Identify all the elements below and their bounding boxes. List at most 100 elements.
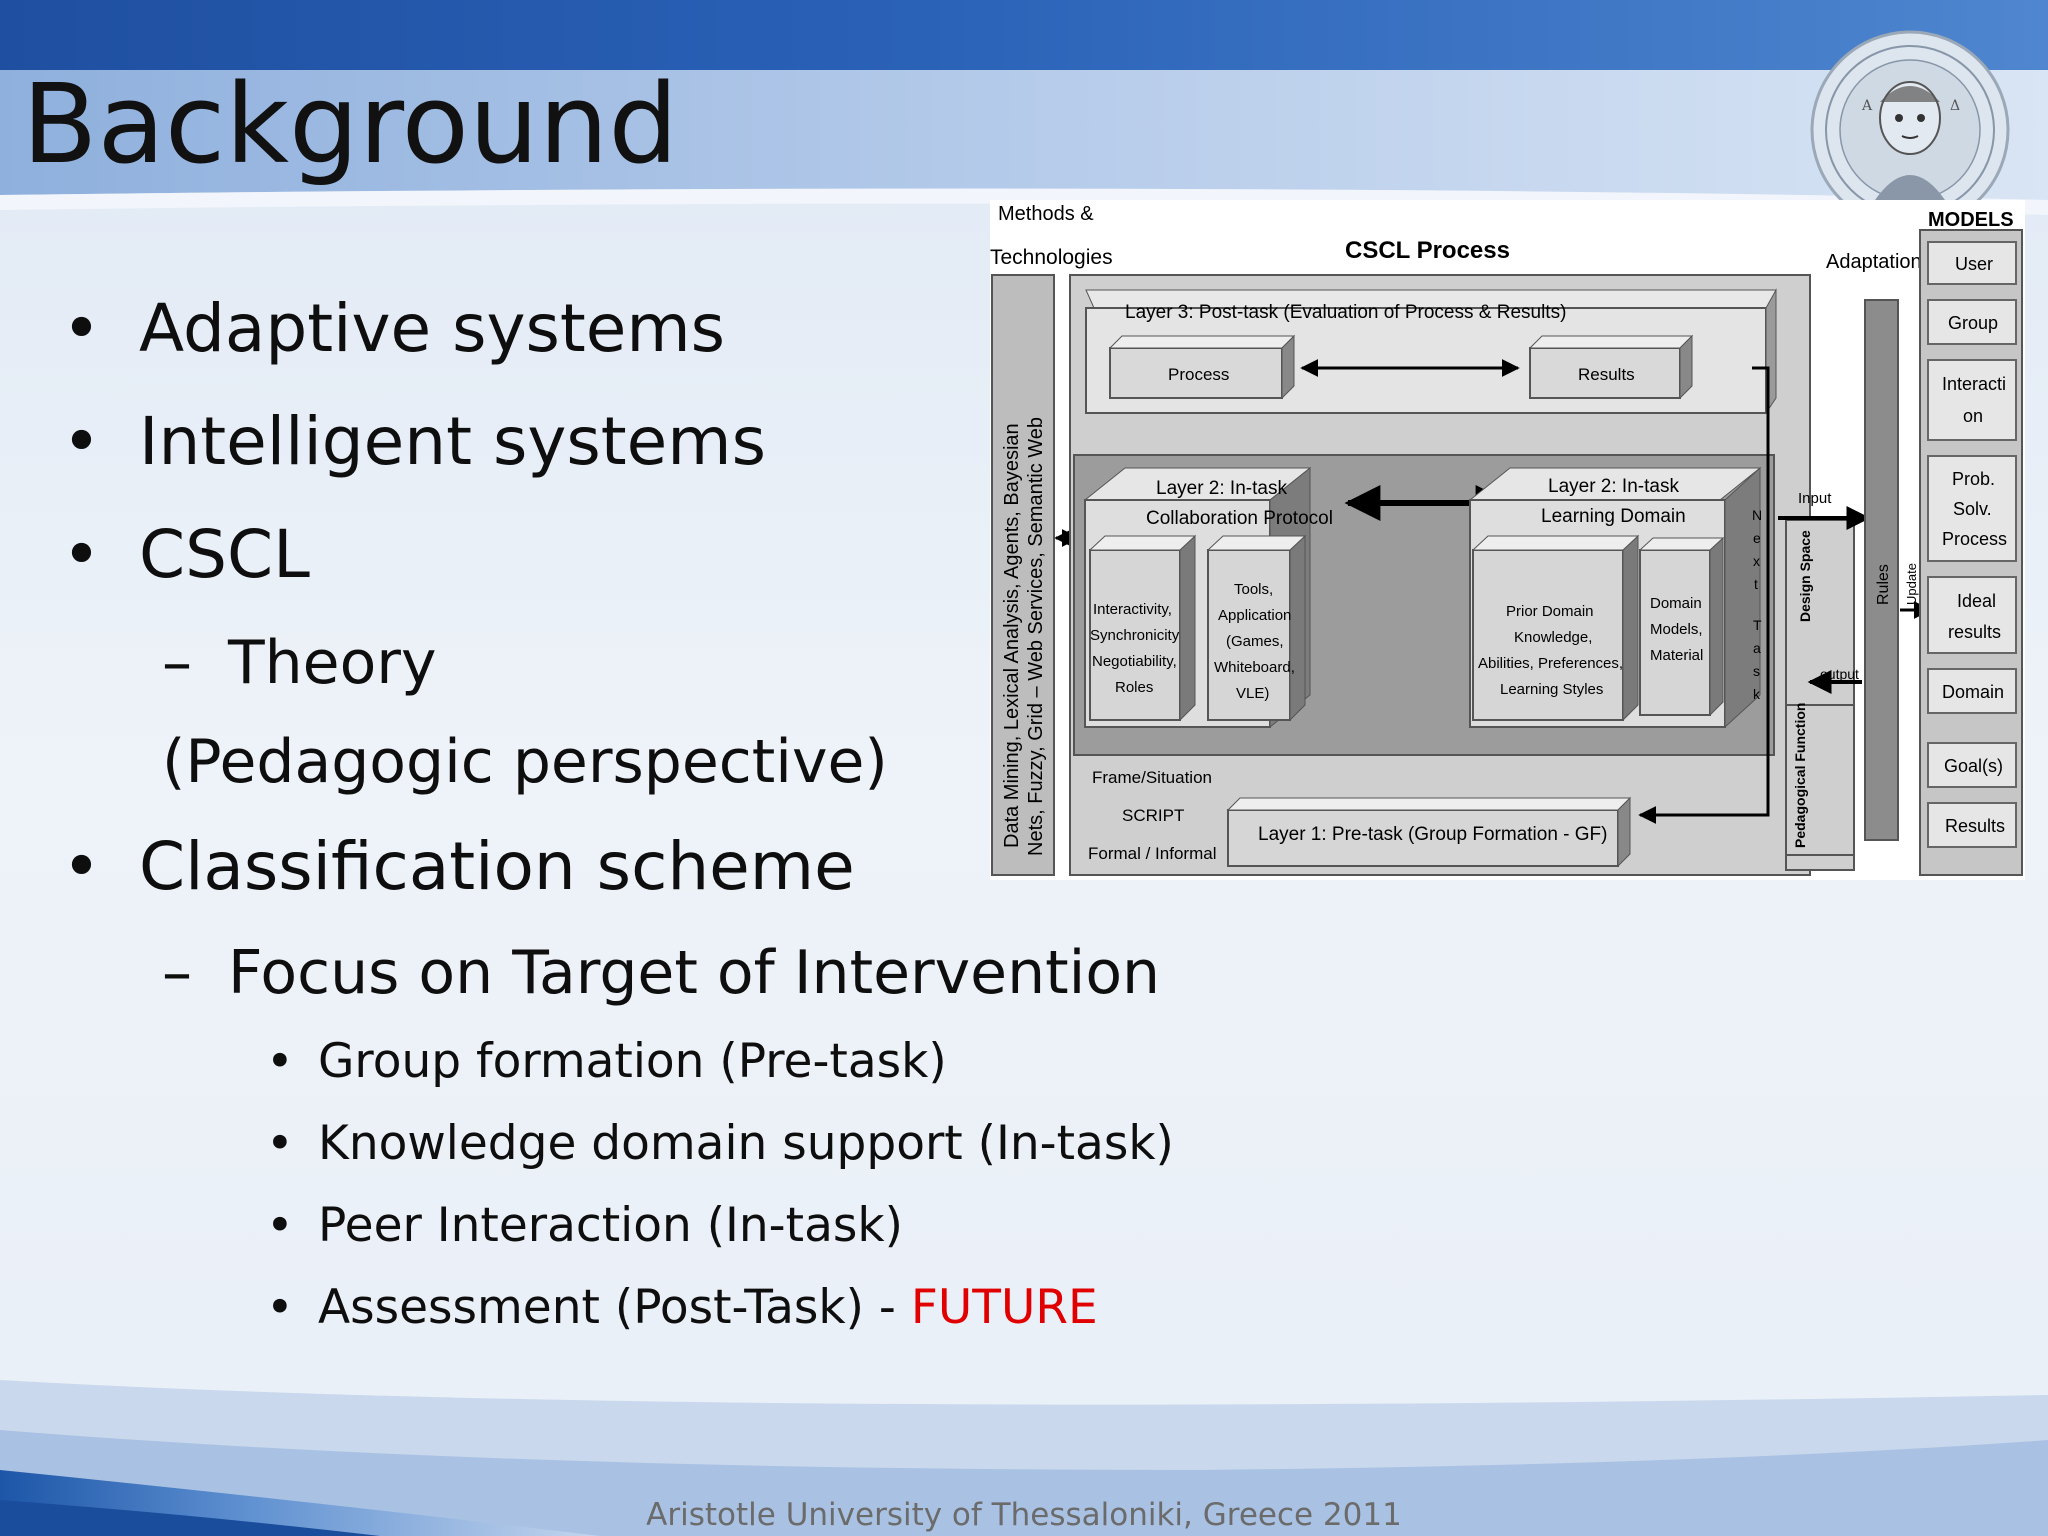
- model-box-goals: [1927, 742, 2017, 788]
- bullet-dot-icon: •: [266, 1116, 294, 1171]
- svg-text:User: User: [1955, 254, 1993, 274]
- frame-situation-label: Frame/Situation: [1092, 768, 1212, 787]
- tools-text: Whiteboard,: [1214, 659, 1295, 676]
- svg-text:on: on: [1963, 406, 1983, 426]
- layer1-label: Layer 1: Pre-task (Group Formation - GF): [1258, 824, 1608, 845]
- svg-text:results: results: [1948, 622, 2001, 642]
- layer2-learn-label: Learning Domain: [1541, 506, 1686, 527]
- bullet-item: • Classification scheme: [62, 828, 855, 905]
- svg-text:Domain: Domain: [1942, 682, 2004, 702]
- svg-text:Interacti: Interacti: [1942, 374, 2006, 394]
- bullet-dot-icon: •: [266, 1034, 294, 1089]
- model-box-ideal-results: [1927, 576, 2017, 654]
- sub-sub-bullet-item: • Assessment (Post-Task) - FUTURE: [266, 1280, 1098, 1335]
- script-label: SCRIPT: [1122, 806, 1184, 825]
- sub-bullet-item: – Theory: [162, 628, 437, 698]
- dash-icon: –: [162, 938, 192, 1008]
- tools-text: (Games,: [1226, 633, 1284, 650]
- design-space-label: Design Space: [1797, 530, 1813, 622]
- prior-knowledge-text: Abilities, Preferences,: [1478, 655, 1623, 672]
- svg-text:Group: Group: [1948, 313, 1998, 333]
- svg-text:N: N: [1752, 507, 1762, 523]
- sub-bullet-item: – Focus on Target of Intervention: [162, 938, 1161, 1008]
- bullet-dot-icon: •: [62, 828, 101, 905]
- prior-knowledge-text: Knowledge,: [1514, 629, 1592, 646]
- models-title: MODELS: [1928, 209, 2014, 231]
- future-highlight: FUTURE: [910, 1280, 1098, 1335]
- domain-models-box: [1639, 549, 1711, 716]
- dash-icon: –: [162, 628, 192, 698]
- svg-text:Results: Results: [1945, 816, 2005, 836]
- sub-sub-bullet-item: • Group formation (Pre-task): [266, 1034, 947, 1089]
- methods-column: [991, 274, 1055, 876]
- design-space-column: [1785, 519, 1855, 871]
- interactivity-text: Negotiability,: [1092, 653, 1177, 670]
- output-label: output: [1820, 666, 1859, 682]
- model-box-interaction: [1927, 359, 2017, 441]
- slide-footer: Aristotle University of Thessaloniki, Gr…: [646, 1497, 1402, 1533]
- model-box-domain: [1927, 668, 2017, 714]
- slide-title: Background: [22, 60, 679, 188]
- results-label: Results: [1578, 365, 1635, 384]
- svg-text:e: e: [1753, 530, 1761, 546]
- cscl-process-title: CSCL Process: [1345, 237, 1510, 264]
- svg-text:a: a: [1753, 640, 1761, 656]
- bullet-dot-icon: •: [266, 1198, 294, 1253]
- svg-text:Δ: Δ: [1950, 98, 1960, 114]
- process-box: [1109, 347, 1283, 399]
- domain-models-text: Material: [1650, 647, 1703, 664]
- model-box-group: [1927, 299, 2017, 345]
- model-box-user: [1927, 241, 2017, 285]
- bullet-item: • Intelligent systems: [62, 403, 766, 480]
- adaptation-label: Adaptation: [1826, 251, 1922, 273]
- bullet-item: • Adaptive systems: [62, 290, 726, 367]
- svg-text:k: k: [1753, 686, 1761, 702]
- interactivity-text: Roles: [1115, 679, 1153, 696]
- sub-sub-bullet-item: • Peer Interaction (In-task): [266, 1198, 903, 1253]
- model-box-results: [1927, 802, 2017, 848]
- tools-text: Application: [1218, 607, 1291, 624]
- prior-knowledge-text: Prior Domain: [1506, 603, 1594, 620]
- rules-label: Rules: [1875, 564, 1892, 605]
- svg-text:Solv.: Solv.: [1953, 499, 1992, 519]
- sub-sub-bullet-item: • Knowledge domain support (In-task): [266, 1116, 1174, 1171]
- methods-vertical-text: Data Mining, Lexical Analysis, Agents, B…: [1001, 423, 1023, 848]
- layer2-collab-label: Layer 2: In-task: [1156, 478, 1287, 499]
- domain-models-text: Models,: [1650, 621, 1703, 638]
- process-label: Process: [1168, 365, 1229, 384]
- prior-knowledge-box: [1472, 549, 1624, 721]
- tools-text: Tools,: [1234, 581, 1273, 598]
- svg-text:t: t: [1754, 576, 1758, 592]
- domain-models-text: Domain: [1650, 595, 1702, 612]
- pedagogical-function-label: Pedagogical Function: [1792, 703, 1808, 848]
- bullet-dot-icon: •: [62, 290, 101, 367]
- layer2-learn-label: Layer 2: In-task: [1548, 476, 1679, 497]
- interactivity-text: Interactivity,: [1093, 601, 1172, 618]
- next-task-label: N e x t T a s k: [1752, 507, 1762, 702]
- layer1-box: [1227, 809, 1619, 867]
- results-box: [1529, 347, 1681, 399]
- sub-bullet-continuation: (Pedagogic perspective): [162, 727, 888, 797]
- cscl-process-diagram: Methods & Technologies CSCL Process Adap…: [990, 200, 2025, 880]
- svg-text:Prob.: Prob.: [1952, 469, 1995, 489]
- svg-text:s: s: [1753, 663, 1760, 679]
- bullet-dot-icon: •: [62, 403, 101, 480]
- bullet-item: • CSCL: [62, 516, 310, 593]
- technologies-label: Technologies: [990, 246, 1113, 269]
- model-box-prob-solv-process: [1927, 455, 2017, 562]
- university-seal-logo: Α Δ: [1810, 30, 2010, 220]
- svg-text:T: T: [1753, 617, 1762, 633]
- interactivity-box: [1089, 549, 1181, 721]
- input-label: Input: [1798, 490, 1832, 507]
- svg-text:x: x: [1753, 553, 1760, 569]
- rules-column: [1864, 299, 1899, 841]
- bullet-dot-icon: •: [62, 516, 101, 593]
- prior-knowledge-text: Learning Styles: [1500, 681, 1603, 698]
- svg-text:Ideal: Ideal: [1957, 591, 1996, 611]
- layer2-collab-label: Collaboration Protocol: [1146, 508, 1333, 529]
- update-label: Update: [1904, 563, 1919, 605]
- tools-text: VLE): [1236, 685, 1269, 702]
- methods-vertical-text: Nets, Fuzzy, Grid – Web Services, Semant…: [1025, 417, 1047, 856]
- svg-text:Α: Α: [1861, 98, 1873, 114]
